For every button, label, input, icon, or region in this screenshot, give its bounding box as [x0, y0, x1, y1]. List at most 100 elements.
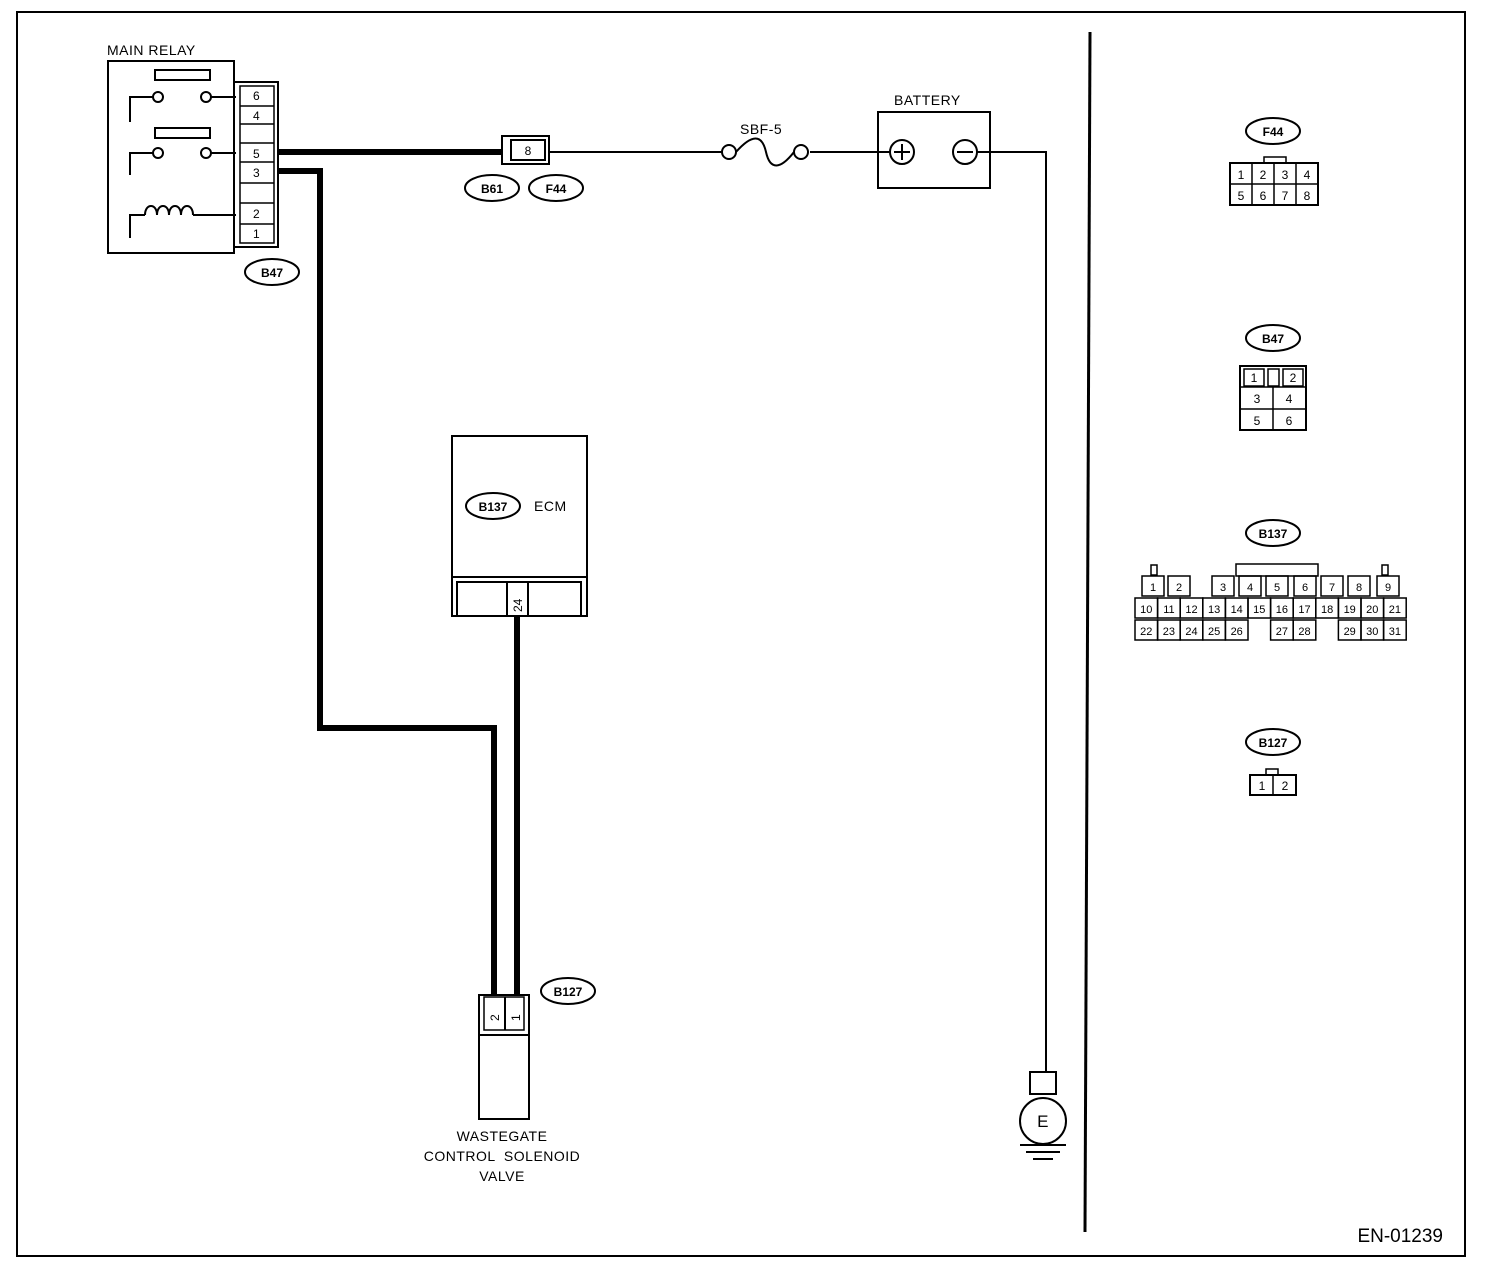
- relay-pin: 6: [253, 89, 260, 103]
- connector-tag-b137: [1245, 519, 1301, 547]
- b137-pin-26: 26: [1231, 626, 1243, 638]
- relay-pin: 4: [253, 109, 260, 123]
- pin-cell: [1320, 575, 1344, 597]
- f44-pin-3: 3: [1282, 168, 1289, 182]
- pin-cell: [1376, 575, 1400, 597]
- connector-tag-b47: [244, 258, 300, 286]
- f44-pin-8: 8: [1304, 189, 1311, 203]
- relay-contact: [200, 147, 212, 159]
- f44-pin-2: 2: [1260, 168, 1267, 182]
- b47-pin-3: 3: [1254, 392, 1261, 406]
- connector-tag-label: B137: [1259, 527, 1288, 541]
- b47-pin-1: 1: [1251, 371, 1258, 385]
- relay-pin: 1: [253, 227, 260, 241]
- b47-pin-5: 5: [1254, 414, 1261, 428]
- connector-tag-b127: [540, 977, 596, 1005]
- ecm: 24 B137 ECM: [451, 435, 588, 617]
- ground-terminal: [1029, 1071, 1057, 1095]
- wastegate-solenoid-valve: 2 1 B127 WASTEGATE CONTROL SOLENOID VALV…: [424, 977, 596, 1184]
- valve-pin: 2: [488, 1014, 502, 1021]
- b137-pin-10: 10: [1140, 604, 1152, 616]
- b137-pin-15: 15: [1253, 604, 1265, 616]
- b137-pin-11: 11: [1163, 604, 1174, 616]
- f44-pin-6: 6: [1260, 189, 1267, 203]
- connector-tag-b137: [465, 492, 521, 520]
- b137-pin-18: 18: [1321, 604, 1333, 616]
- connector-tag-f44: [1245, 117, 1301, 145]
- b137-pin-17: 17: [1298, 604, 1310, 616]
- b137-pin-30: 30: [1366, 626, 1378, 638]
- valve-label-line3: VALVE: [479, 1168, 525, 1184]
- connector-tag-label: B61: [481, 182, 503, 196]
- connector-tag-label: B127: [554, 985, 583, 999]
- fuse-label: SBF-5: [740, 121, 782, 137]
- pin-cell: [1224, 619, 1249, 641]
- connector-tag-label: B127: [1259, 736, 1288, 750]
- relay-contact: [152, 91, 164, 103]
- main-relay-body: [107, 60, 235, 254]
- pin-cell: [1382, 597, 1407, 619]
- main-relay-label: MAIN RELAY: [107, 42, 196, 58]
- relay-pin: 3: [253, 166, 260, 180]
- ecm-body: [451, 435, 588, 617]
- connector-tag-b61: [464, 174, 520, 202]
- fuse-sbf5: SBF-5: [721, 121, 809, 167]
- fuse-terminal: [721, 144, 737, 160]
- b47-pin-4: 4: [1286, 392, 1293, 406]
- relay-contact: [152, 147, 164, 159]
- connector-tag-label: F44: [1263, 125, 1284, 139]
- pin-cell: [1238, 575, 1262, 597]
- fuse-icon: [735, 137, 795, 167]
- b137-pin-23: 23: [1163, 626, 1175, 638]
- relay-pin-block: [233, 81, 279, 248]
- b137-pin-27: 27: [1276, 626, 1288, 638]
- relay-contact-bar: [154, 127, 211, 139]
- connector-tag-f44: [528, 174, 584, 202]
- relay-pin: 5: [253, 147, 260, 161]
- f44-pin-1: 1: [1238, 168, 1245, 182]
- wire-relay3-valve: [278, 168, 497, 995]
- b137-pin-16: 16: [1276, 604, 1288, 616]
- main-relay: MAIN RELAY 6 4 5 3 2 1 B47: [107, 42, 300, 286]
- f44-wire-pin: 8: [525, 144, 532, 158]
- connector-tag-label: B47: [261, 266, 283, 280]
- valve-pin: 1: [509, 1014, 523, 1021]
- diagram-code: EN-01239: [1357, 1226, 1443, 1247]
- ecm-pin: 24: [511, 598, 525, 612]
- relay-contact-bar: [154, 69, 211, 81]
- diagram-frame: [16, 11, 1466, 1257]
- b137-pin-12: 12: [1185, 604, 1197, 616]
- pin-cell: [1265, 575, 1289, 597]
- b137-pin-25: 25: [1208, 626, 1220, 638]
- b127-pin-1: 1: [1259, 779, 1266, 793]
- b137-pin-24: 24: [1185, 626, 1197, 638]
- pin-cell: [1293, 575, 1317, 597]
- ecm-label: ECM: [534, 498, 567, 514]
- pin-cell: [1211, 575, 1235, 597]
- fuse-terminal: [793, 144, 809, 160]
- b137-pin-8: 8: [1356, 582, 1362, 594]
- b47-pin-2: 2: [1290, 371, 1297, 385]
- relay-contact: [200, 91, 212, 103]
- ecm-connector: [456, 581, 582, 617]
- connector-tag-b127: [1245, 728, 1301, 756]
- battery-body: [877, 111, 991, 189]
- connector-tag-label: B47: [1262, 332, 1284, 346]
- f44-pin-7: 7: [1282, 189, 1289, 203]
- divider-line: [1083, 31, 1092, 1233]
- pin-cell: [1292, 619, 1317, 641]
- b137-pin-31: 31: [1389, 626, 1401, 638]
- b137-pin-2: 2: [1176, 582, 1182, 594]
- valve-body: [478, 1034, 530, 1120]
- b137-pin-21: 21: [1389, 604, 1401, 616]
- f44-pin-4: 4: [1304, 168, 1311, 182]
